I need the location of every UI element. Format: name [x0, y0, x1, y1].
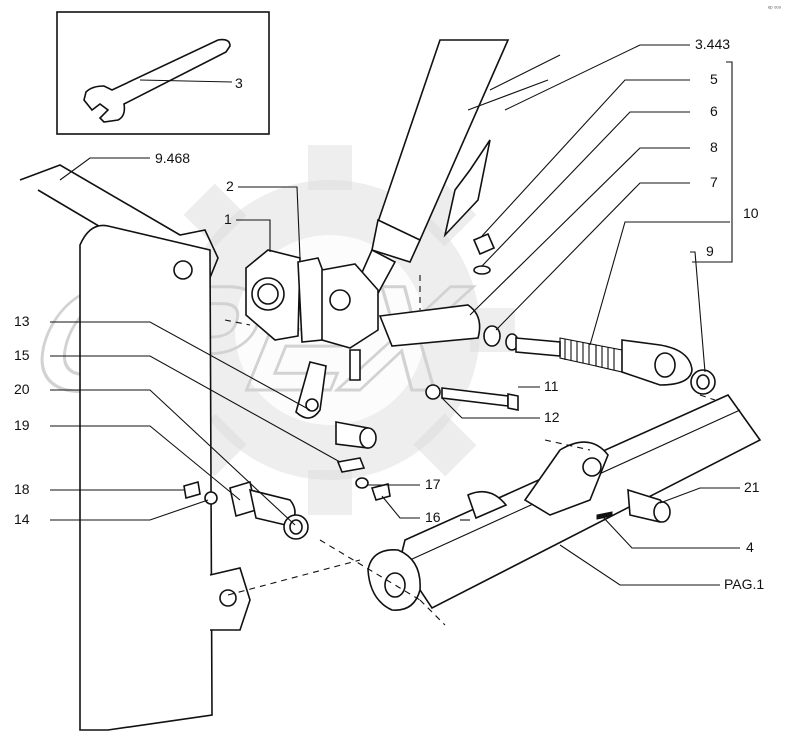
inset-frame	[56, 11, 270, 135]
label-17: 17	[425, 476, 441, 492]
leader-lines	[50, 44, 740, 586]
label-8: 8	[710, 139, 718, 155]
sensor-19	[229, 480, 309, 540]
screw-16	[370, 483, 391, 501]
label-15: 15	[14, 347, 30, 363]
lower-arm	[367, 394, 762, 611]
flange-part-1	[245, 249, 301, 341]
washer-17	[355, 477, 369, 489]
label-ref-pag1: PAG.1	[724, 576, 764, 592]
label-ref-9468: 9.468	[155, 150, 190, 166]
bolt-5-6	[472, 232, 496, 275]
label-3: 3	[235, 75, 243, 91]
alignment-lines	[224, 275, 716, 626]
lower-hole	[219, 589, 237, 607]
label-ref-3443: 3.443	[695, 36, 730, 52]
label-6: 6	[710, 103, 718, 119]
pin-13	[335, 421, 377, 449]
o-ring	[483, 325, 501, 347]
label-10: 10	[743, 205, 759, 221]
washer-14	[204, 491, 218, 505]
label-4: 4	[746, 539, 754, 555]
bolt-11	[425, 384, 519, 411]
wrench-inset	[56, 11, 270, 135]
screw-18	[183, 480, 201, 500]
part-labels: 9.468 3 2 1 3.443 5 6 8 7 10 9 13 15 20 …	[14, 36, 764, 592]
label-21: 21	[744, 479, 760, 495]
frame-hole	[173, 260, 193, 280]
label-12: 12	[544, 409, 560, 425]
label-5: 5	[710, 71, 718, 87]
pin-4	[596, 511, 613, 520]
label-20: 20	[14, 381, 30, 397]
label-2: 2	[226, 178, 234, 194]
corner-mark: ᵉᵖ ᵒᵒᵒ	[768, 6, 782, 12]
label-19: 19	[14, 417, 30, 433]
label-7: 7	[710, 174, 718, 190]
rod-assembly	[378, 304, 716, 395]
link-arm	[295, 361, 327, 419]
label-14: 14	[14, 511, 30, 527]
leader-3	[139, 79, 233, 83]
label-1: 1	[224, 211, 232, 227]
label-9: 9	[706, 243, 714, 259]
label-18: 18	[14, 481, 30, 497]
label-11: 11	[544, 378, 559, 394]
clip-15	[336, 457, 366, 473]
valve-block	[321, 263, 379, 381]
label-16: 16	[425, 509, 441, 525]
label-13: 13	[14, 313, 30, 329]
